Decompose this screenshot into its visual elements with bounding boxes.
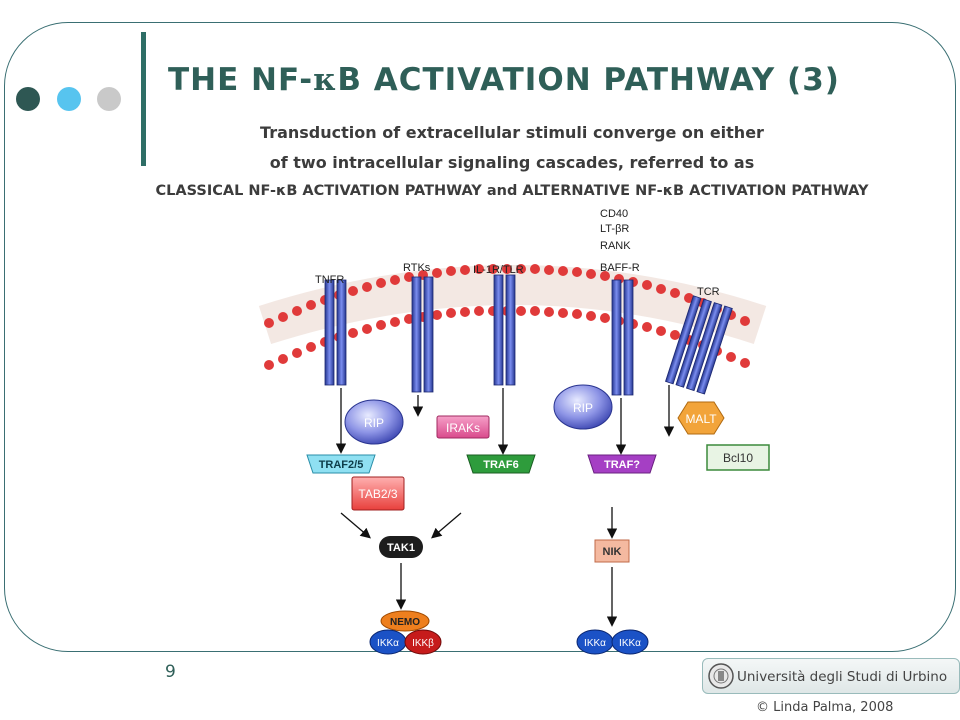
nik-label: NIK bbox=[603, 546, 622, 558]
label-tnfr: TNFR bbox=[315, 274, 344, 286]
iraks-node bbox=[436, 415, 490, 439]
decor-dot-light bbox=[57, 87, 81, 111]
nemo-node bbox=[380, 610, 430, 632]
ikkb-node bbox=[404, 629, 442, 655]
label-rtks: RTKs bbox=[403, 262, 431, 274]
university-name: Università degli Studi di Urbino bbox=[737, 669, 948, 685]
ikka-node-alt-2 bbox=[611, 629, 649, 655]
slide-title: THE NF-κB ACTIVATION PATHWAY (3) bbox=[168, 62, 840, 98]
receptor-rtks bbox=[411, 276, 434, 393]
traf-q-node bbox=[587, 454, 657, 474]
receptor-il1r bbox=[493, 274, 516, 386]
bcl10-node bbox=[706, 444, 770, 471]
rip-label-left: RIP bbox=[364, 416, 384, 430]
nik-node bbox=[594, 539, 630, 563]
line3-part-c: B ACTIVATION PATHWAY and ALTERNATIVE NF- bbox=[286, 183, 663, 199]
tak1-label: TAK1 bbox=[387, 542, 415, 554]
traf6-label: TRAF6 bbox=[483, 459, 518, 471]
receptor-baffr bbox=[611, 279, 634, 396]
traf25-node bbox=[306, 454, 376, 474]
page-number: 9 bbox=[165, 662, 176, 682]
decor-dot-grey bbox=[97, 87, 121, 111]
line3-part-e: B ACTIVATION PATHWAY bbox=[673, 183, 869, 199]
rip-node-right bbox=[553, 384, 613, 430]
nemo-label: NEMO bbox=[390, 617, 420, 628]
subtitle-line-3: CLASSICAL NF-κB ACTIVATION PATHWAY and A… bbox=[0, 183, 960, 199]
ikka-label-alt-2: IKKα bbox=[619, 638, 641, 649]
receptor-tcr bbox=[665, 295, 733, 395]
traf25-label: TRAF2/5 bbox=[319, 459, 364, 471]
tab23-node bbox=[351, 476, 405, 511]
tak1-node bbox=[379, 536, 423, 558]
tab23-label: TAB2/3 bbox=[358, 487, 397, 501]
slide-frame bbox=[4, 22, 956, 652]
label-baffr: BAFF-R bbox=[600, 262, 640, 274]
label-cd40: CD40 bbox=[600, 208, 628, 220]
membrane-heads bbox=[264, 264, 750, 370]
title-suffix: B ACTIVATION PATHWAY (3) bbox=[337, 62, 840, 98]
bcl10-label: Bcl10 bbox=[723, 451, 753, 465]
title-kappa: κ bbox=[313, 62, 338, 98]
ikkb-label: IKKβ bbox=[412, 638, 434, 649]
label-tcr: TCR bbox=[697, 286, 720, 298]
traf6-node bbox=[466, 454, 536, 474]
decor-dot-dark bbox=[16, 87, 40, 111]
label-il1r: IL-1R/TLR bbox=[473, 264, 524, 276]
author-credit: © Linda Palma, 2008 bbox=[756, 700, 894, 715]
label-ltbr: LT-βR bbox=[600, 223, 629, 235]
rip-node-left bbox=[344, 399, 404, 445]
title-accent-bar bbox=[141, 32, 146, 166]
ikka-label-alt-1: IKKα bbox=[584, 638, 606, 649]
ikka-label-classical: IKKα bbox=[377, 638, 399, 649]
subtitle-line-2: of two intracellular signaling cascades,… bbox=[269, 153, 755, 172]
traf-q-label: TRAF? bbox=[604, 459, 640, 471]
rip-label-right: RIP bbox=[573, 401, 593, 415]
iraks-label: IRAKs bbox=[446, 421, 480, 435]
label-rank: RANK bbox=[600, 240, 631, 252]
university-seal-icon bbox=[708, 663, 734, 689]
university-badge: Università degli Studi di Urbino bbox=[702, 658, 960, 694]
line3-kappa-2: κ bbox=[662, 183, 674, 199]
malt-label: MALT bbox=[685, 412, 717, 426]
malt-node bbox=[677, 401, 725, 435]
receptor-tnfr bbox=[324, 279, 347, 386]
line3-kappa-1: κ bbox=[276, 183, 287, 199]
title-prefix: THE NF- bbox=[168, 62, 314, 98]
subtitle-line-1: Transduction of extracellular stimuli co… bbox=[260, 123, 764, 142]
line3-part-a: CLASSICAL NF- bbox=[155, 183, 277, 199]
nfkb-pathway-diagram: TNFR RTKs IL-1R/TLR CD40 LT-βR RANK BAFF… bbox=[258, 208, 770, 655]
